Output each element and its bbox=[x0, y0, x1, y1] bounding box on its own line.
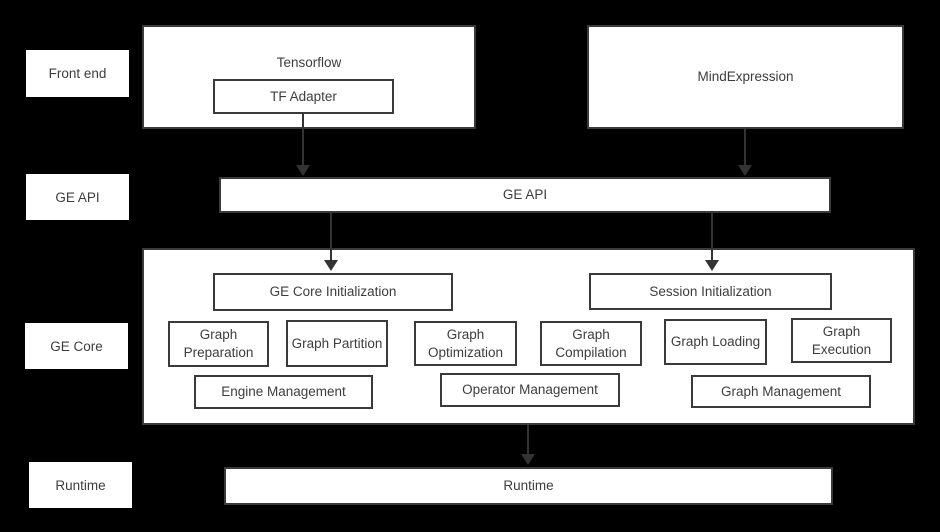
arrow-down-icon bbox=[705, 260, 719, 271]
runtime-bar: Runtime bbox=[224, 467, 833, 505]
ge-core-initialization-text: GE Core Initialization bbox=[269, 284, 397, 300]
arrow-ge-api-to-session-initialization bbox=[705, 213, 719, 271]
row-label-ge-api: GE API bbox=[26, 174, 129, 220]
tf-adapter-text: TF Adapter bbox=[270, 88, 337, 104]
graph-management-box: Graph Management bbox=[691, 375, 871, 408]
graph-management-text: Graph Management bbox=[720, 383, 842, 399]
row-label-ge-core-text: GE Core bbox=[50, 338, 103, 354]
arrow-line bbox=[527, 425, 529, 455]
row-label-runtime-text: Runtime bbox=[55, 477, 106, 493]
ge-core-initialization-box: GE Core Initialization bbox=[213, 273, 453, 311]
tensorflow-box: Tensorflow TF Adapter bbox=[142, 25, 476, 129]
graph-preparation-text: Graph Preparation bbox=[183, 327, 254, 360]
runtime-bar-text: Runtime bbox=[503, 478, 554, 494]
row-label-ge-api-text: GE API bbox=[55, 189, 100, 205]
engine-management-box: Engine Management bbox=[194, 375, 373, 409]
graph-optimization-text: Graph Optimization bbox=[427, 326, 504, 360]
graph-partition-text: Graph Partition bbox=[291, 335, 383, 351]
arrow-line bbox=[711, 213, 713, 261]
graph-preparation-box: Graph Preparation bbox=[168, 321, 269, 367]
tensorflow-title: Tensorflow bbox=[276, 55, 342, 70]
ge-api-bar: GE API bbox=[219, 177, 831, 213]
arrow-down-icon bbox=[296, 165, 310, 176]
graph-partition-box: Graph Partition bbox=[286, 320, 388, 367]
arrow-ge-api-to-core-initialization bbox=[324, 213, 338, 271]
row-label-front-end-text: Front end bbox=[48, 66, 107, 81]
graph-execution-box: Graph Execution bbox=[791, 318, 892, 363]
arrow-down-icon bbox=[521, 454, 535, 465]
arrow-tf-adapter-to-ge-api bbox=[296, 114, 310, 176]
row-label-ge-core: GE Core bbox=[25, 323, 128, 369]
arrow-line bbox=[330, 213, 332, 261]
tf-adapter-box: TF Adapter bbox=[213, 79, 394, 114]
session-initialization-text: Session Initialization bbox=[649, 283, 772, 299]
arrow-mindexpression-to-ge-api bbox=[738, 129, 752, 176]
engine-management-text: Engine Management bbox=[221, 384, 346, 400]
ge-api-bar-text: GE API bbox=[502, 187, 548, 203]
graph-optimization-box: Graph Optimization bbox=[414, 321, 517, 366]
arrow-down-icon bbox=[324, 260, 338, 271]
graph-compilation-box: Graph Compilation bbox=[540, 321, 642, 366]
mindexpression-text: MindExpression bbox=[697, 69, 794, 85]
operator-management-text: Operator Management bbox=[462, 382, 598, 398]
arrow-line bbox=[302, 114, 304, 166]
session-initialization-box: Session Initialization bbox=[589, 273, 832, 310]
arrow-line bbox=[744, 129, 746, 166]
ge-core-box: GE Core Initialization Session Initializ… bbox=[142, 248, 915, 425]
graph-compilation-text: Graph Compilation bbox=[555, 326, 627, 360]
arrow-ge-core-to-runtime bbox=[521, 425, 535, 465]
graph-loading-text: Graph Loading bbox=[670, 334, 761, 350]
row-label-runtime: Runtime bbox=[29, 462, 132, 508]
operator-management-box: Operator Management bbox=[440, 373, 620, 407]
graph-loading-box: Graph Loading bbox=[664, 319, 767, 365]
graph-execution-text: Graph Execution bbox=[811, 323, 872, 357]
arrow-down-icon bbox=[738, 165, 752, 176]
mindexpression-box: MindExpression bbox=[587, 25, 904, 129]
row-label-front-end: Front end bbox=[26, 50, 129, 97]
